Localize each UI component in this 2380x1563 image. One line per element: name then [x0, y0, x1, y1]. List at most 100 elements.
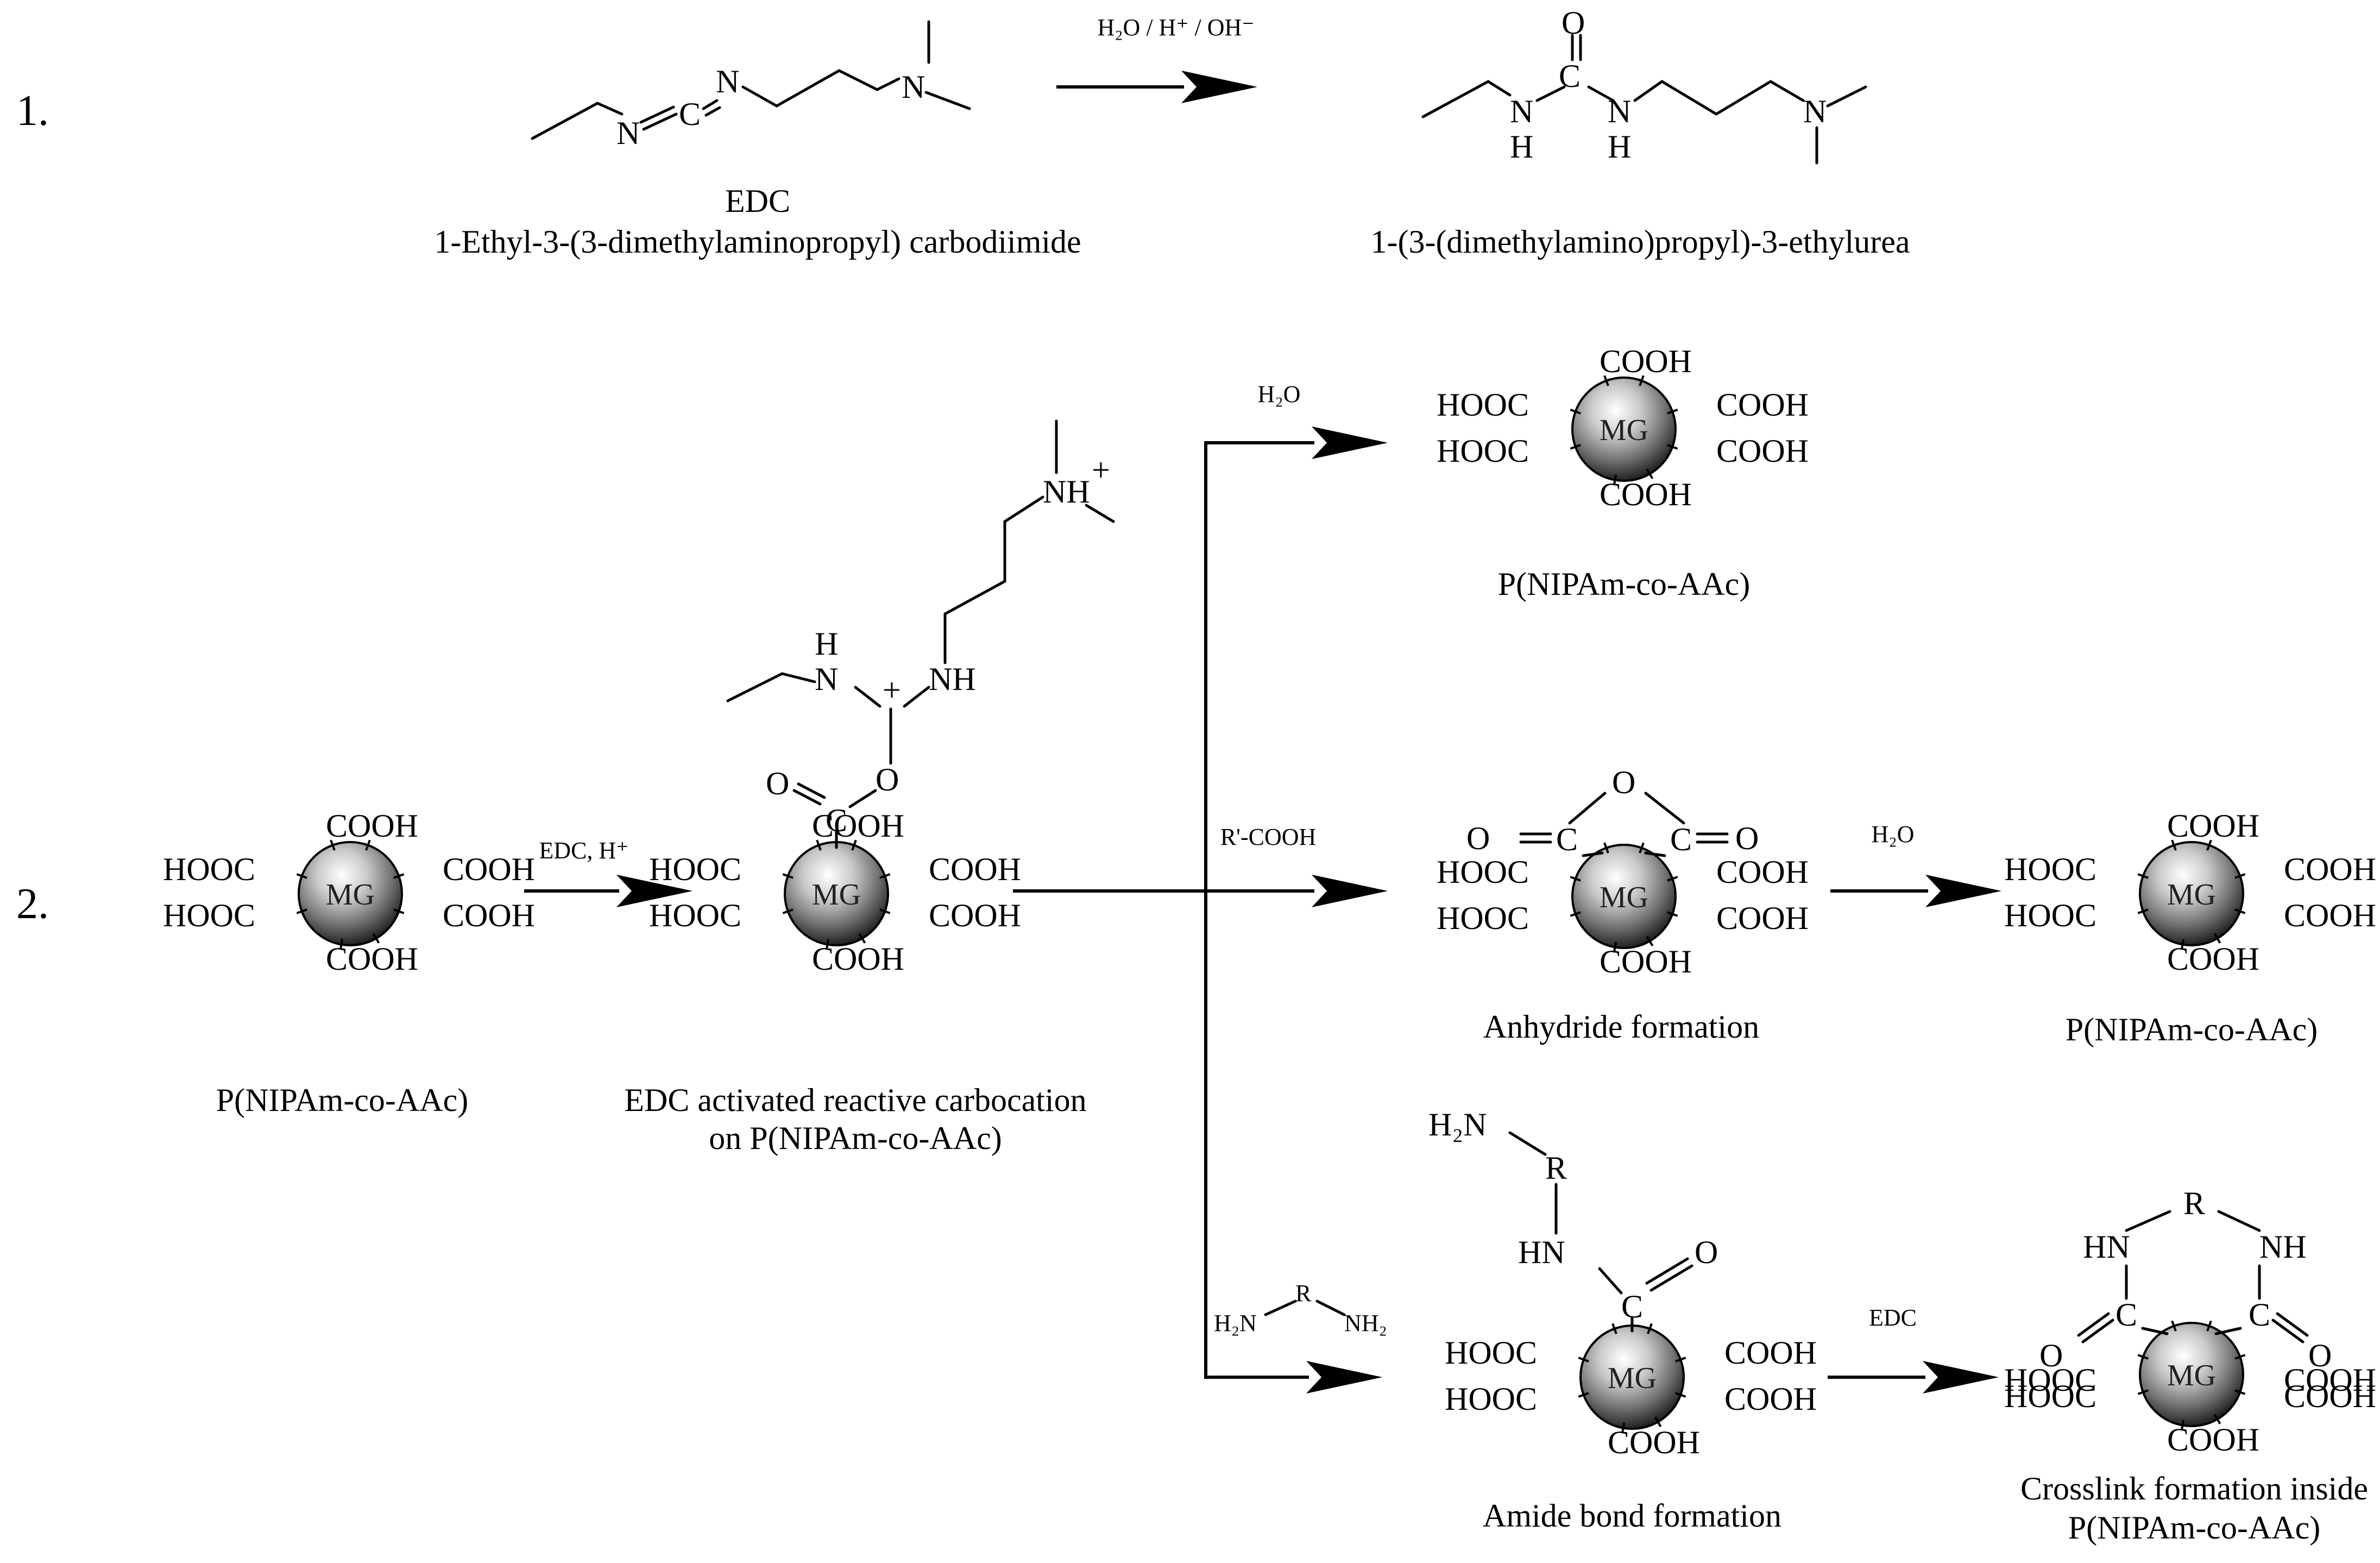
hooc-left-low: HOOC	[1437, 900, 1529, 936]
edc-h-reagent: EDC, H⁺	[539, 837, 629, 864]
amide-label: Amide bond formation	[1483, 1498, 1781, 1534]
svg-text:O: O	[1695, 1234, 1718, 1270]
cooh-bottom: COOH	[812, 941, 904, 977]
urea-structure: N H C O N H N	[1421, 5, 1867, 165]
svg-text:O: O	[1735, 820, 1759, 856]
svg-text:N: N	[902, 69, 925, 105]
hydrolysis-arrow	[1830, 875, 2001, 907]
activated-label-line1: EDC activated reactive carbocation	[624, 1082, 1086, 1118]
crosslink-reagent: EDC	[1869, 1304, 1917, 1331]
cooh-bottom: COOH	[1608, 1424, 1700, 1460]
svg-text:+: +	[883, 672, 901, 708]
svg-text:O: O	[2308, 1338, 2332, 1373]
svg-text:N: N	[1803, 93, 1827, 129]
hooc-left-low: HOOC	[2004, 897, 2096, 933]
cooh-bottom: COOH	[1600, 944, 1692, 980]
hooc-left-high: HOOC	[1445, 1335, 1537, 1371]
microgel-sphere	[2139, 841, 2244, 946]
microgel-sphere	[1571, 376, 1677, 482]
hooc-left-high: HOOC	[2004, 1362, 2096, 1398]
step1-arrow	[1056, 71, 1257, 103]
cooh-right-high: COOH	[2284, 851, 2376, 887]
microgel-sphere	[2139, 1322, 2244, 1427]
hooc-left-high: HOOC	[649, 851, 741, 887]
svg-text:N: N	[616, 115, 640, 151]
branch-acid-label: R'-COOH	[1220, 824, 1317, 850]
cooh-right-high: COOH	[1716, 854, 1809, 890]
svg-text:H₂N: H₂N	[1214, 1310, 1257, 1336]
svg-text:HN: HN	[1518, 1234, 1565, 1270]
cooh-top: COOH	[812, 808, 904, 844]
svg-text:N: N	[1608, 93, 1631, 129]
step2-number: 2.	[16, 880, 49, 928]
microgel-label: MG	[1608, 1361, 1657, 1395]
product1-label: P(NIPAm-co-AAc)	[1498, 566, 1750, 602]
microgel-label: MG	[1600, 413, 1648, 447]
svg-text:C: C	[1559, 58, 1581, 94]
hooc-left-low: HOOC	[163, 897, 255, 933]
hooc-left-low: HOOC	[649, 897, 741, 933]
cooh-top: COOH	[1600, 343, 1692, 379]
urea-name: 1-(3-(dimethylamino)propyl)-3-ethylurea	[1371, 224, 1910, 260]
edc-abbrev: EDC	[725, 183, 790, 219]
hydrolysed-label: P(NIPAm-co-AAc)	[2066, 1012, 2318, 1047]
svg-text:C: C	[1556, 821, 1578, 857]
svg-text:N: N	[815, 661, 838, 697]
crosslink-arrow	[1828, 1361, 1999, 1393]
microgel-label: MG	[812, 878, 861, 912]
anhydride-bridge: C C O O O	[1466, 764, 1759, 857]
svg-text:R: R	[1295, 1280, 1312, 1307]
svg-text:H: H	[1608, 129, 1631, 165]
svg-text:C: C	[679, 96, 701, 132]
cooh-right-high: COOH	[1716, 387, 1809, 423]
svg-text:H: H	[815, 626, 838, 662]
svg-text:O: O	[1612, 764, 1635, 800]
crosslink-bridge: C C O O HN NH R	[2039, 1185, 2332, 1373]
amide-substituent: C O HN R H₂N	[1428, 1107, 1718, 1333]
svg-text:NH: NH	[929, 661, 976, 697]
start-label: P(NIPAm-co-AAc)	[216, 1082, 468, 1118]
anhydride-label: Anhydride formation	[1483, 1009, 1759, 1045]
cooh-right-low: COOH	[1716, 900, 1809, 936]
cooh-bottom: COOH	[2167, 941, 2259, 977]
cooh-right-low: COOH	[2284, 1378, 2376, 1414]
cooh-right-low: COOH	[1724, 1381, 1817, 1417]
svg-text:N: N	[716, 64, 739, 99]
activation-arrow	[524, 875, 692, 907]
anhydride-water-label: H₂O	[1872, 821, 1915, 848]
svg-text:R: R	[1545, 1150, 1567, 1186]
edc-structure: N C N N	[531, 20, 971, 151]
hooc-left-low: HOOC	[2004, 1378, 2096, 1414]
svg-text:O: O	[2039, 1338, 2063, 1373]
hooc-left-high: HOOC	[1437, 387, 1529, 423]
hooc-left-low: HOOC	[1445, 1381, 1537, 1417]
cooh-right-low: COOH	[443, 897, 535, 933]
branch-lines	[1013, 426, 1388, 1393]
cooh-right-low: COOH	[929, 897, 1021, 933]
hooc-left-high: HOOC	[163, 851, 255, 887]
cooh-right-high: COOH	[443, 851, 535, 887]
microgel-label: MG	[2167, 878, 2216, 912]
svg-text:O: O	[1466, 820, 1490, 856]
edc-full-name: 1-Ethyl-3-(3-dimethylaminopropyl) carbod…	[434, 224, 1081, 260]
svg-text:NH: NH	[1043, 474, 1090, 510]
microgel-label: MG	[2167, 1359, 2216, 1392]
microgel-label: MG	[326, 878, 375, 912]
cooh-top: COOH	[2167, 808, 2259, 844]
activated-label-line2: on P(NIPAm-co-AAc)	[709, 1120, 1002, 1156]
cooh-bottom: COOH	[2167, 1422, 2259, 1458]
microgel-label: MG	[1600, 881, 1648, 914]
svg-text:H₂N: H₂N	[1428, 1107, 1487, 1143]
crosslink-label-line2: P(NIPAm-co-AAc)	[2068, 1510, 2320, 1546]
step1-conditions: H₂O / H⁺ / OH⁻	[1097, 14, 1254, 41]
branch-water-label: H₂O	[1258, 381, 1301, 407]
svg-text:N: N	[1510, 93, 1533, 129]
svg-text:C: C	[2115, 1297, 2137, 1333]
svg-text:O: O	[766, 765, 789, 801]
